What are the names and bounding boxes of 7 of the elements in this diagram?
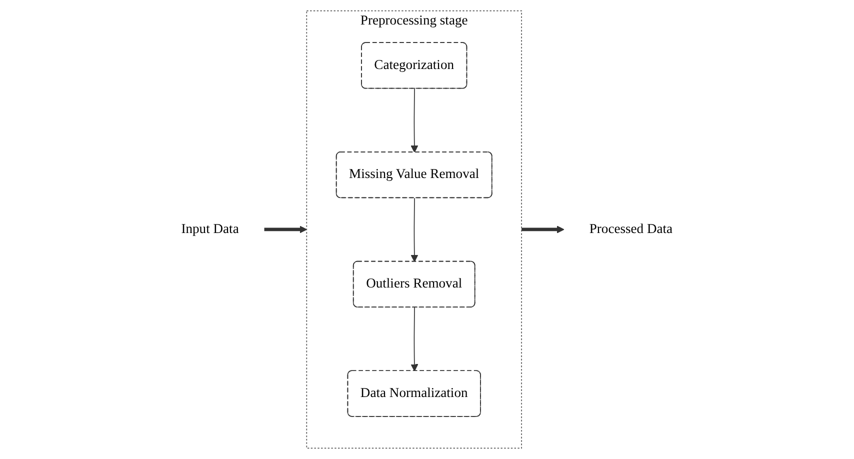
arrow	[264, 226, 308, 234]
arrow	[522, 226, 564, 234]
arrow	[410, 307, 418, 372]
arrow	[410, 198, 418, 262]
node-text: Processed Data	[589, 222, 673, 236]
arrow	[410, 88, 418, 153]
node-text: Input Data	[181, 222, 239, 236]
